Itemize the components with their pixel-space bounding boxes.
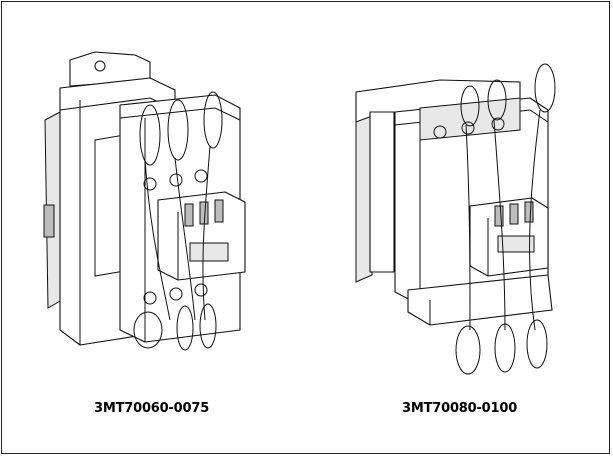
model-label-right: 3MT70080-0100: [402, 401, 518, 416]
model-label-left: 3MT70060-0075: [94, 401, 210, 416]
contactor-left-illustration: [43, 51, 246, 351]
contactor-right-illustration: [355, 63, 556, 375]
